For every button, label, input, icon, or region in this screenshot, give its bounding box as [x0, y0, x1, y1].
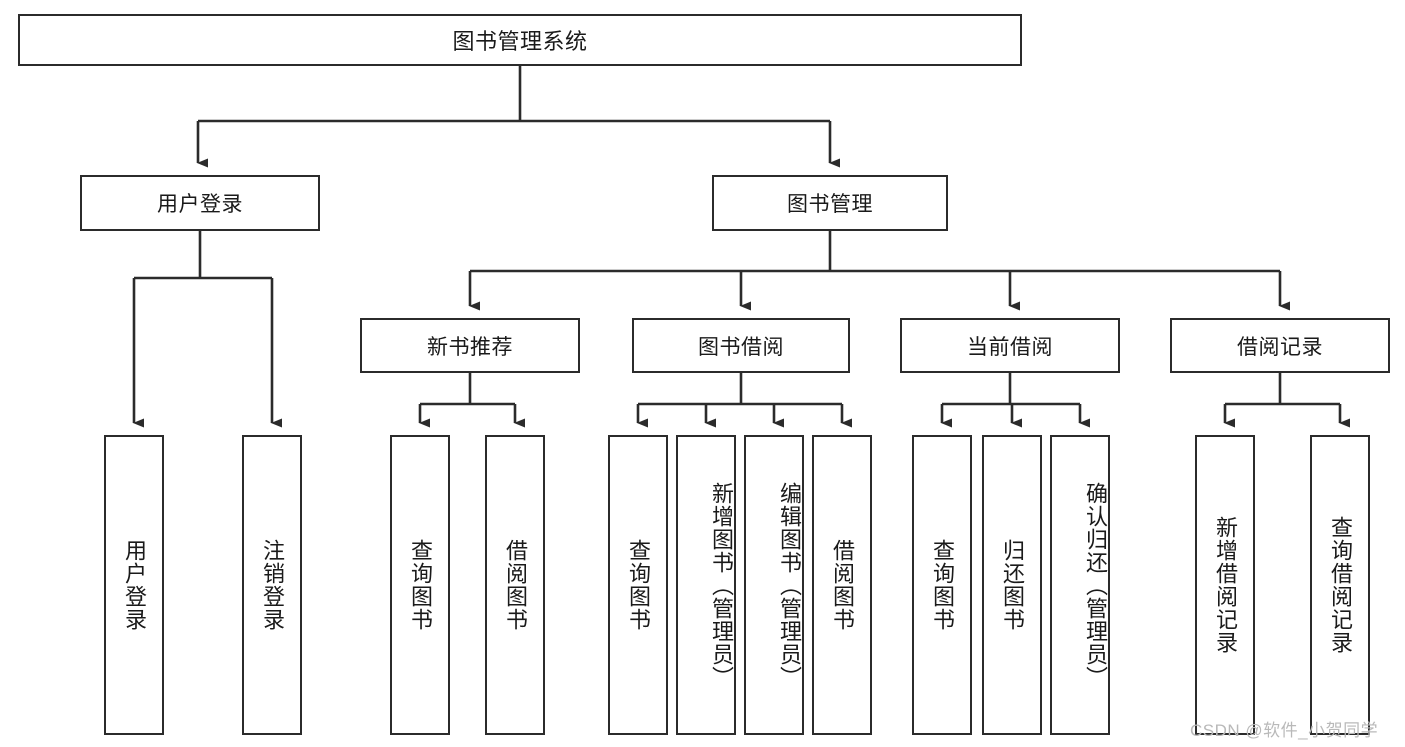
leaf-query-books-recommend[interactable]: 查询图书	[390, 435, 450, 735]
leaf-confirm-return-admin[interactable]: 确认归还（管理员）	[1050, 435, 1110, 735]
node-new-book-recommend[interactable]: 新书推荐	[360, 318, 580, 373]
node-book-borrow[interactable]: 图书借阅	[632, 318, 850, 373]
node-book-management[interactable]: 图书管理	[712, 175, 948, 231]
leaf-query-borrow-record[interactable]: 查询借阅记录	[1310, 435, 1370, 735]
leaf-return-books[interactable]: 归还图书	[982, 435, 1042, 735]
leaf-borrow-books[interactable]: 借阅图书	[812, 435, 872, 735]
node-current-borrow[interactable]: 当前借阅	[900, 318, 1120, 373]
leaf-logout-login[interactable]: 注销登录	[242, 435, 302, 735]
leaf-query-books-borrow[interactable]: 查询图书	[608, 435, 668, 735]
leaf-edit-book-admin[interactable]: 编辑图书（管理员）	[744, 435, 804, 735]
leaf-user-login[interactable]: 用户登录	[104, 435, 164, 735]
leaf-add-borrow-record[interactable]: 新增借阅记录	[1195, 435, 1255, 735]
node-borrow-records[interactable]: 借阅记录	[1170, 318, 1390, 373]
node-user-login[interactable]: 用户登录	[80, 175, 320, 231]
leaf-add-book-admin[interactable]: 新增图书（管理员）	[676, 435, 736, 735]
leaf-query-books-current[interactable]: 查询图书	[912, 435, 972, 735]
csdn-watermark: CSDN @软件_小贺同学	[1190, 721, 1379, 740]
node-root-system[interactable]: 图书管理系统	[18, 14, 1022, 66]
leaf-borrow-books-recommend[interactable]: 借阅图书	[485, 435, 545, 735]
